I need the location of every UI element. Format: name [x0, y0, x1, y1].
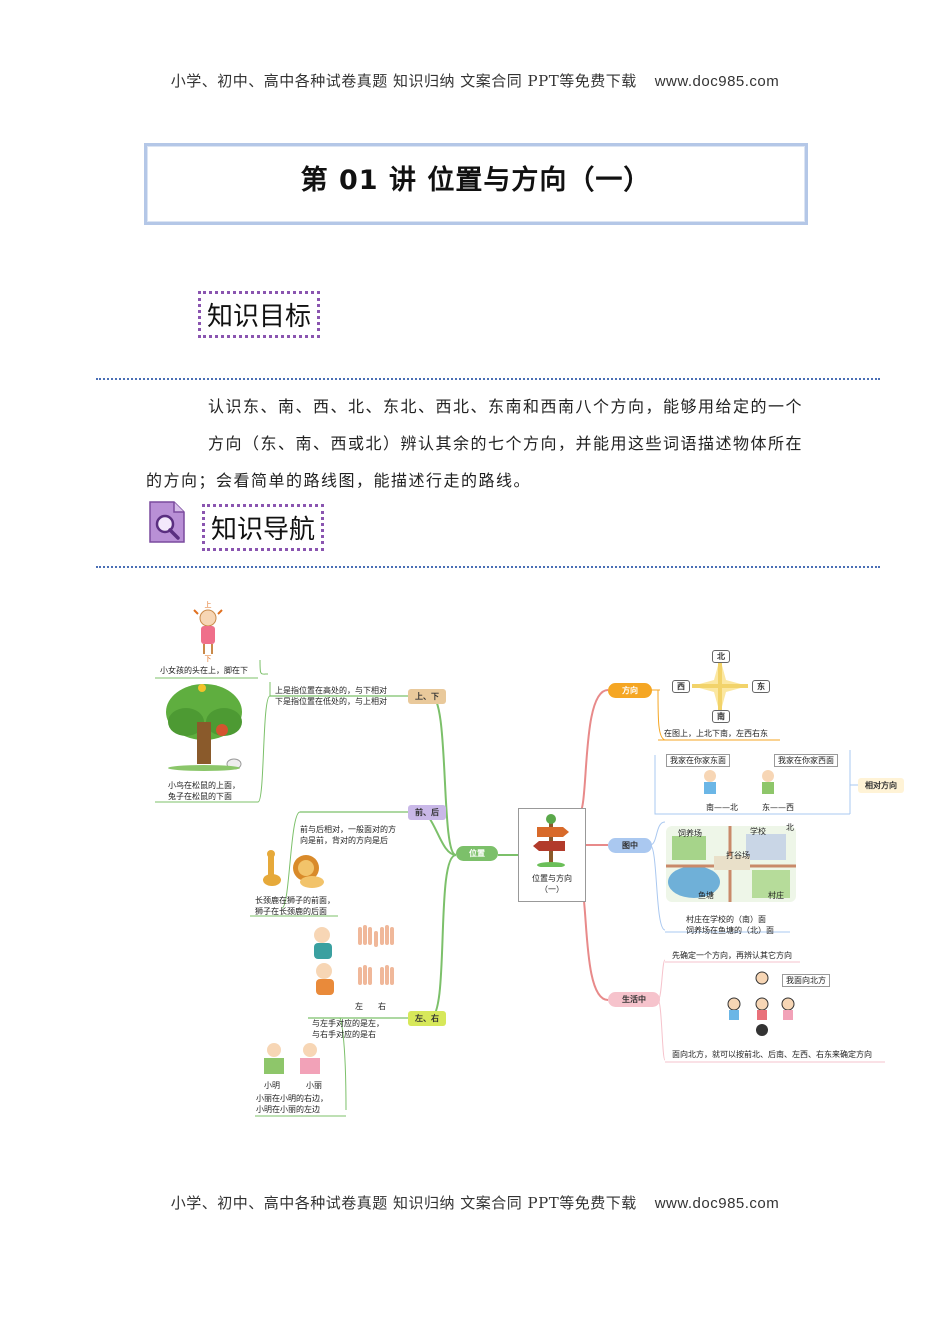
bubble-west-home: 我家在你家西面	[774, 754, 838, 767]
tag-in-map: 图中	[608, 838, 652, 853]
front-back-caption-1: 长颈鹿在狮子的前面，	[255, 896, 335, 905]
goal-line-2: 方向（东、南、西或北）辨认其余的七个方向，并能用这些词语描述物体所在	[208, 434, 804, 453]
tag-in-life: 生活中	[608, 992, 660, 1007]
divider-top	[96, 378, 880, 380]
life-bottom-text: 面向北方，就可以按前北、后南、左西、右东来确定方向	[672, 1050, 872, 1059]
map-village: 村庄	[768, 891, 784, 900]
hand-label-left: 左	[355, 1002, 363, 1011]
compass-cross	[670, 650, 770, 724]
center-node: 位置与方向 （一）	[518, 808, 586, 902]
pair-south-north: 南——北	[706, 803, 738, 812]
page-title: 第 01 讲 位置与方向（一）	[300, 165, 652, 196]
kids-illustration	[258, 1040, 328, 1078]
center-label-1: 位置与方向	[532, 874, 572, 883]
village-map	[666, 826, 796, 902]
two-kids-illustration	[690, 768, 790, 798]
goal-line-1: 认识东、南、西、北、东北、西北、东南和西南八个方向，能够用给定的一个	[208, 397, 804, 416]
map-grain-field: 打谷场	[726, 851, 750, 860]
tag-direction: 方向	[608, 683, 652, 698]
label-down: 下	[205, 655, 212, 662]
left-right-def-2: 与右手对应的是右	[312, 1030, 376, 1039]
section-tag-goal: 知识目标	[198, 291, 321, 338]
four-kids-illustration	[724, 970, 804, 1042]
map-caption-2: 饲养场在鱼塘的（北）面	[686, 926, 774, 935]
left-right-caption-1: 小丽在小明的右边，	[256, 1094, 328, 1103]
front-back-caption-2: 狮子在长颈鹿的后面	[255, 907, 327, 916]
label-up: 上	[205, 600, 212, 609]
front-back-def-1: 前与后相对，一般面对的方	[300, 825, 396, 834]
tree-caption-2: 兔子在松鼠的下面	[168, 792, 232, 801]
footer-url[interactable]: www.doc985.com	[654, 1195, 780, 1212]
hand-label-right: 右	[378, 1002, 386, 1011]
up-down-def-2: 下是指位置在低处的，与上相对	[275, 697, 387, 706]
tag-left-right: 左、右	[408, 1011, 446, 1026]
hub-position: 位置	[456, 846, 498, 861]
hands-illustration	[310, 925, 400, 1005]
tag-relative-direction: 相对方向	[858, 778, 904, 793]
magnifier-doc-icon	[148, 500, 186, 544]
header-text: 小学、初中、高中各种试卷真题 知识归纳 文案合同 PPT等免费下载	[170, 72, 637, 90]
tag-up-down: 上、下	[408, 689, 446, 704]
giraffe-lion-illustration	[260, 850, 330, 890]
girl-illustration: 上 下	[190, 600, 226, 663]
tree-caption-1: 小鸟在松鼠的上面，	[168, 781, 240, 790]
compass-west: 西	[672, 680, 690, 693]
compass-north: 北	[712, 650, 730, 663]
signpost-icon	[533, 814, 569, 868]
front-back-def-2: 向是前，背对的方向是后	[300, 836, 388, 845]
pair-east-west: 东——西	[762, 803, 794, 812]
page-footer: 小学、初中、高中各种试卷真题 知识归纳 文案合同 PPT等免费下载 www.doc…	[0, 1192, 950, 1213]
left-right-def-1: 与左手对应的是左，	[312, 1019, 384, 1028]
title-box: 第 01 讲 位置与方向（一）	[144, 143, 808, 225]
mindmap: 位置与方向 （一） 位置 上、下 上是指位置在高处的，与下相对 下是指位置在低处…	[150, 590, 904, 1125]
mindmap-connectors	[155, 659, 885, 1117]
page-header: 小学、初中、高中各种试卷真题 知识归纳 文案合同 PPT等免费下载 www.doc…	[0, 70, 950, 91]
map-school: 学校	[750, 827, 766, 836]
section-goal-label: 知识目标	[207, 302, 312, 332]
compass-east: 东	[752, 680, 770, 693]
section-nav-label: 知识导航	[211, 515, 316, 545]
map-caption-1: 村庄在学校的（南）面	[686, 915, 766, 924]
bubble-east-home: 我家在你家东面	[666, 754, 730, 767]
map-north-mark: 北	[786, 823, 794, 832]
name-xiaoming: 小明	[264, 1081, 280, 1090]
name-xiaoli: 小丽	[306, 1081, 322, 1090]
header-url[interactable]: www.doc985.com	[654, 73, 780, 90]
bubble-face-north: 我面向北方	[782, 974, 830, 987]
section-tag-nav: 知识导航	[202, 504, 325, 551]
footer-text: 小学、初中、高中各种试卷真题 知识归纳 文案合同 PPT等免费下载	[170, 1194, 637, 1212]
map-pond: 鱼塘	[698, 891, 714, 900]
center-label-2: （一）	[540, 885, 564, 894]
tree-illustration	[164, 682, 246, 772]
compass-south: 南	[712, 710, 730, 723]
direction-caption: 在图上，上北下南，左西右东	[664, 729, 768, 738]
up-down-def-1: 上是指位置在高处的，与下相对	[275, 686, 387, 695]
girl-caption: 小女孩的头在上，脚在下	[160, 666, 248, 675]
left-right-caption-2: 小明在小丽的左边	[256, 1105, 320, 1114]
map-farm: 饲养场	[678, 829, 702, 838]
goal-line-3: 的方向；会看简单的路线图，能描述行走的路线。	[146, 471, 532, 490]
divider-bottom	[96, 566, 880, 568]
tag-front-back: 前、后	[408, 805, 446, 820]
life-top-text: 先确定一个方向，再辨认其它方向	[672, 951, 792, 960]
